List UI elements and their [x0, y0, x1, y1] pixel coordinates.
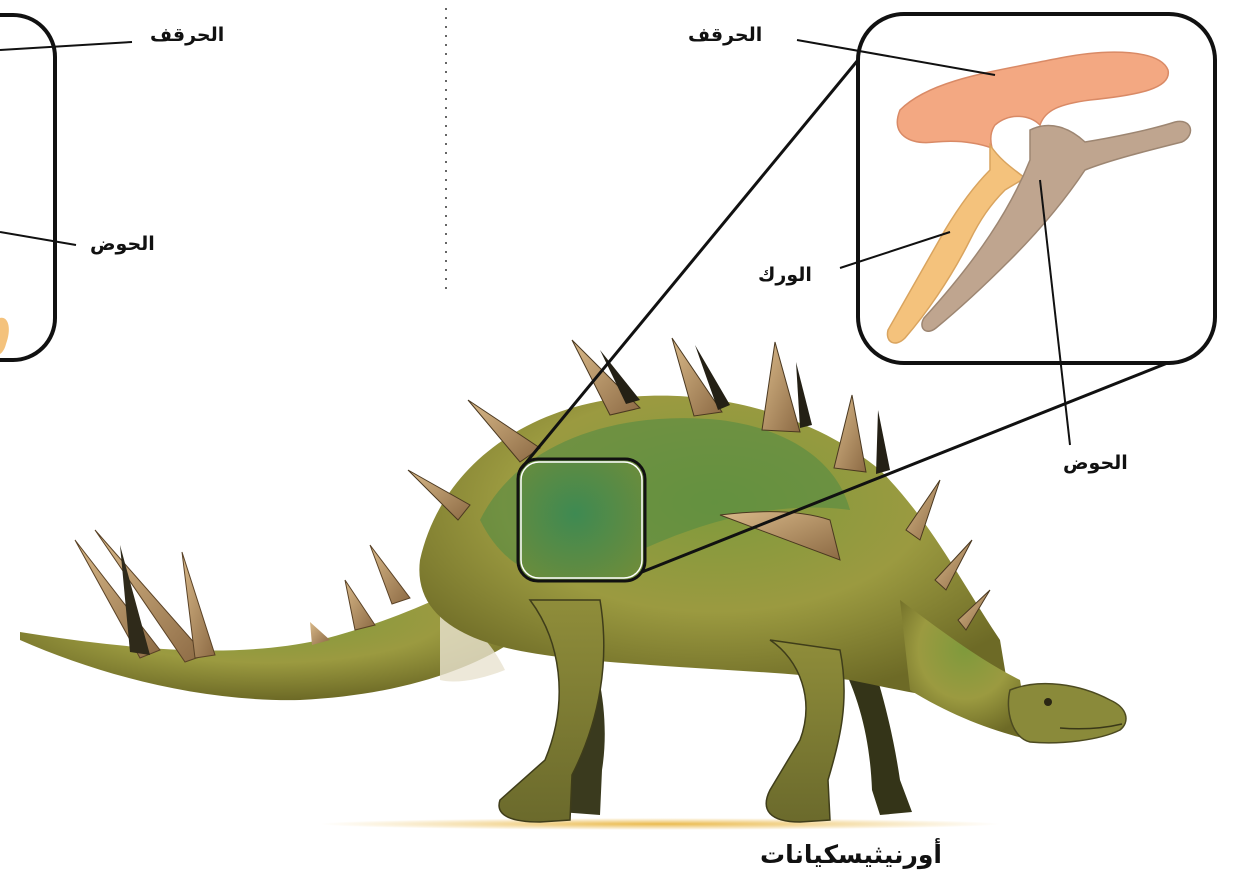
tail-spike-6 — [345, 580, 375, 630]
back-spike-10 — [876, 410, 890, 474]
left-pubis-label: الحوض — [90, 233, 155, 255]
tail-spike-7 — [370, 545, 410, 604]
back-spike-9 — [834, 395, 866, 472]
ilium-label: الحرقف — [688, 24, 762, 46]
ground-shadow — [320, 818, 1000, 830]
back-spike-7 — [762, 342, 800, 432]
back-spike-8 — [796, 362, 812, 428]
left-pubis-leader — [0, 232, 76, 245]
left-ilium-label: الحرقف — [150, 24, 224, 46]
ischium-label: الورك — [758, 264, 812, 286]
eye — [1044, 698, 1052, 706]
pubis-label: الحوض — [1063, 452, 1128, 474]
back-spike-3 — [572, 340, 640, 415]
head — [1008, 684, 1126, 743]
left-inset-bone-fragment — [0, 318, 9, 354]
caption-title: أورنيثيسكيانات — [760, 840, 942, 869]
left-inset-frame — [0, 15, 55, 360]
hip-highlight-box — [518, 459, 645, 581]
left-ilium-leader — [0, 42, 132, 50]
